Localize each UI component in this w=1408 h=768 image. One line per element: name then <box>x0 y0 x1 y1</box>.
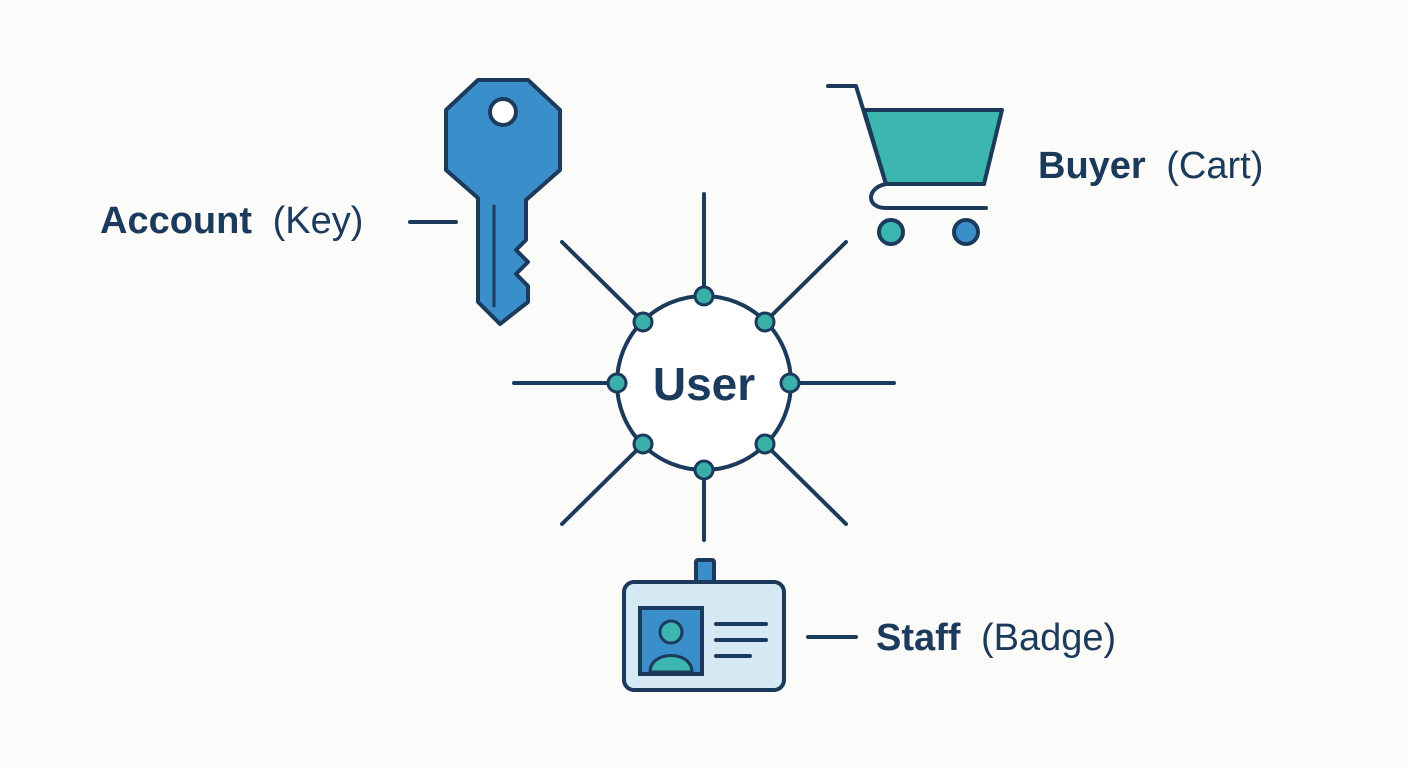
spoke-top-right <box>763 240 848 324</box>
shopping-cart-icon <box>826 84 1004 246</box>
user-hub-label: User <box>653 358 755 410</box>
node-right <box>779 372 801 394</box>
buyer-role-symbol: (Cart) <box>1166 145 1263 187</box>
id-badge-icon <box>622 558 786 692</box>
node-left <box>606 372 628 394</box>
key-icon <box>444 78 562 326</box>
spokes <box>512 192 896 542</box>
account-label: Account (Key) <box>100 200 363 242</box>
node-top <box>693 285 715 307</box>
account-role-name: Account <box>100 200 252 242</box>
staff-role-name: Staff <box>876 617 961 659</box>
staff-role-symbol: (Badge) <box>981 617 1116 659</box>
account-role-symbol: (Key) <box>273 200 364 242</box>
spoke-top-left <box>560 240 645 324</box>
node-bottom-right <box>754 433 776 455</box>
spoke-bottom-left <box>560 442 645 526</box>
buyer-label: Buyer (Cart) <box>1038 145 1263 187</box>
buyer-role-name: Buyer <box>1038 145 1146 187</box>
node-bottom-left <box>632 433 654 455</box>
node-top-right <box>754 311 776 333</box>
staff-label: Staff (Badge) <box>876 617 1116 659</box>
spoke-bottom-right <box>763 442 848 526</box>
node-top-left <box>632 311 654 333</box>
hub-nodes <box>606 285 801 481</box>
node-bottom <box>693 459 715 481</box>
